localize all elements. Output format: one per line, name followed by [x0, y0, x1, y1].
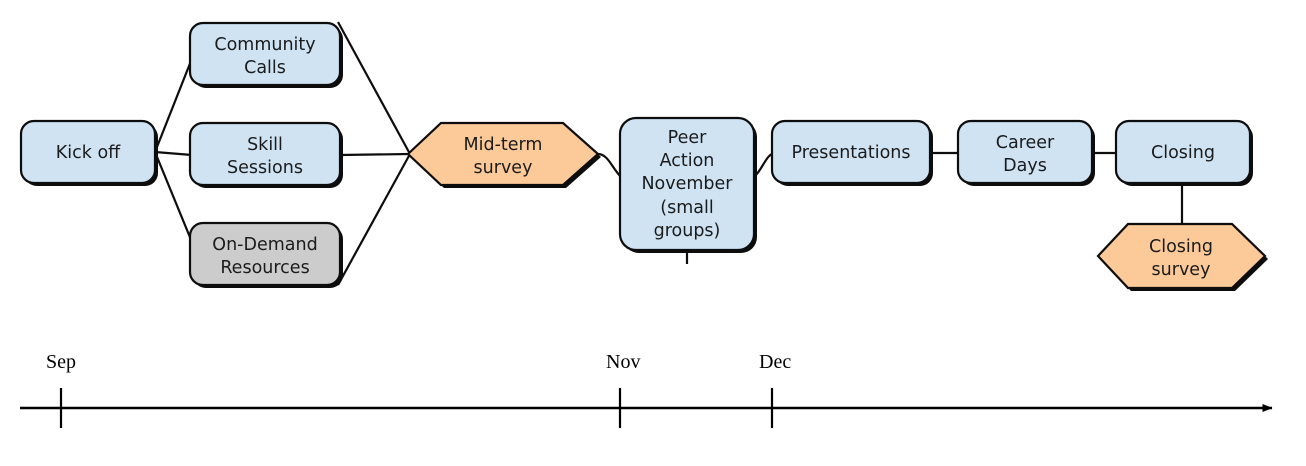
edge-kickoff-to-skill-sessions	[154, 150, 193, 157]
node-kick-off[interactable]: Kick off	[19, 119, 158, 186]
node-closing-survey-hexagon[interactable]	[1096, 222, 1267, 290]
node-closing-survey-label-line2: survey	[1152, 260, 1211, 280]
node-kick-off-box[interactable]	[19, 119, 157, 185]
node-peer-action-label-line1: Peer	[668, 128, 707, 148]
node-community-calls[interactable]: Community Calls	[188, 21, 343, 88]
node-on-demand-resources[interactable]: On-Demand Resources	[188, 221, 343, 288]
node-mid-term-survey[interactable]: Mid-term survey	[406, 121, 601, 188]
node-career-days-label-line2: Days	[1003, 156, 1047, 176]
node-on-demand-resources-box[interactable]	[188, 221, 342, 287]
node-peer-action-label-line3: November	[641, 174, 733, 194]
node-peer-action-label-line4: (small	[660, 198, 713, 218]
node-peer-action-label-line2: Action	[660, 151, 715, 171]
node-skill-sessions-label-line1: Skill	[247, 135, 283, 155]
node-peer-action-november[interactable]: Peer Action November (small groups)	[618, 116, 757, 253]
node-skill-sessions[interactable]: Skill Sessions	[188, 121, 343, 188]
node-closing-survey-label-line1: Closing	[1149, 237, 1213, 257]
node-career-days-label-line1: Career	[996, 133, 1055, 153]
node-community-calls-box[interactable]	[188, 21, 342, 87]
node-on-demand-resources-label-line1: On-Demand	[212, 235, 317, 255]
node-peer-action-november-box[interactable]	[618, 116, 756, 252]
node-kick-off-label: Kick off	[56, 143, 121, 163]
node-skill-sessions-label-line2: Sessions	[227, 158, 303, 178]
node-on-demand-resources-label-line2: Resources	[220, 258, 309, 278]
node-skill-sessions-box[interactable]	[188, 121, 342, 187]
node-mid-term-survey-hexagon[interactable]	[406, 121, 600, 187]
node-presentations-box[interactable]	[770, 119, 932, 185]
node-career-days[interactable]: Career Days	[956, 119, 1095, 186]
node-community-calls-label-line2: Calls	[244, 58, 286, 78]
node-peer-action-label-line5: groups)	[654, 221, 721, 241]
timeline-label-dec: Dec	[759, 351, 791, 373]
edge-community-calls-to-mid-term	[337, 21, 411, 155]
edge-on-demand-to-mid-term	[337, 153, 411, 286]
edge-skill-sessions-to-mid-term	[339, 152, 411, 157]
node-closing[interactable]: Closing	[1114, 119, 1253, 186]
node-presentations-label: Presentations	[791, 143, 910, 163]
node-closing-survey[interactable]: Closing survey	[1096, 222, 1268, 291]
node-mid-term-survey-label-line1: Mid-term	[464, 135, 543, 155]
node-closing-box[interactable]	[1114, 119, 1252, 185]
node-mid-term-survey-label-line2: survey	[474, 158, 533, 178]
timeline-label-nov: Nov	[606, 351, 640, 373]
node-career-days-box[interactable]	[956, 119, 1094, 185]
timeline-axis: Sep Nov Dec	[20, 351, 1273, 428]
node-community-calls-label-line1: Community	[214, 35, 315, 55]
node-closing-label: Closing	[1151, 143, 1215, 163]
timeline-label-sep: Sep	[46, 351, 76, 373]
node-presentations[interactable]: Presentations	[770, 119, 933, 186]
edge-mid-term-to-peer-action	[597, 152, 622, 178]
